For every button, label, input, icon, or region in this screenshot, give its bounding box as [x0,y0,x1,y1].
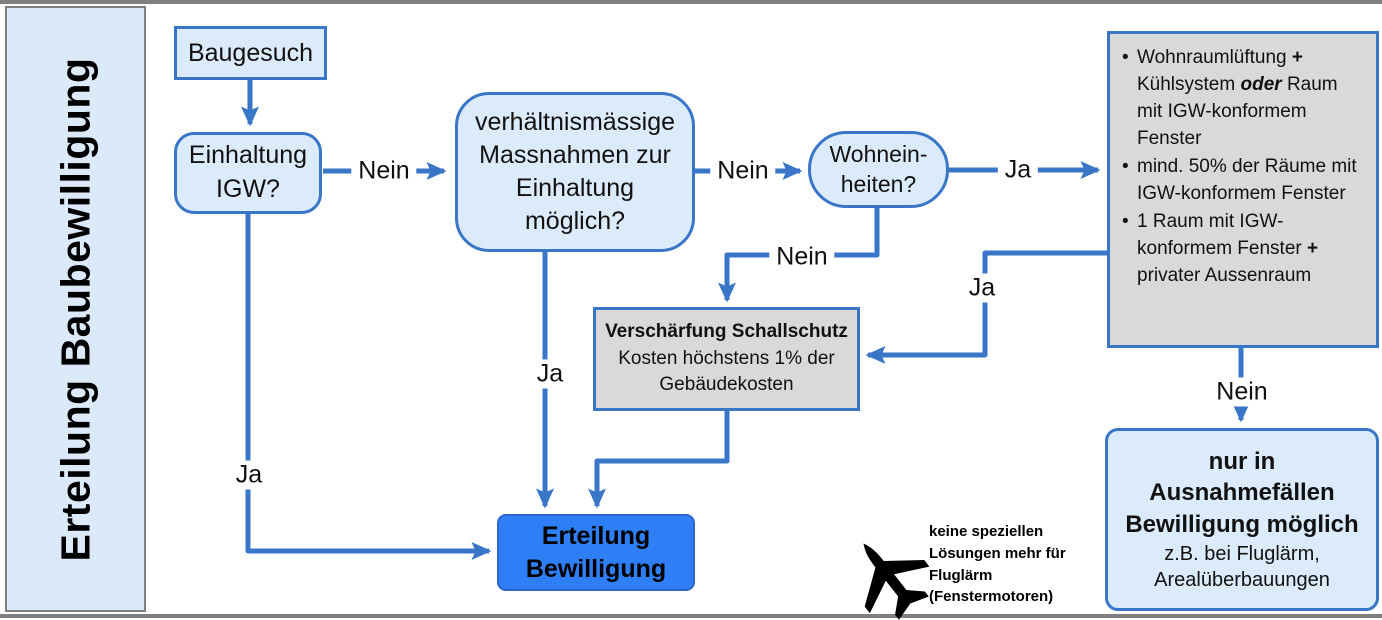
node-schallschutz: Verschärfung Schallschutz Kosten höchste… [593,307,860,411]
ausnahme-normal-line1: z.B. bei Fluglärm, [1164,542,1320,565]
node-massnahmen-line3: Einhaltung [515,174,635,202]
edge-label-igw-nein: Nein [351,156,417,186]
req1-text2: Kühlsystem [1137,73,1241,95]
erteilung-line1: Erteilung [541,522,651,550]
req3-text: 1 Raum mit IGW-konformem Fenster [1137,210,1307,259]
node-einhaltung-line2: IGW? [216,175,280,203]
node-einhaltung-line1: Einhaltung [188,141,308,170]
edge-requirements-ja [865,250,1107,364]
node-requirements: • Wohnraumlüftung + Kühlsystem oder Raum … [1107,31,1379,348]
edge-label-massnahmen-nein: Nein [710,156,776,186]
node-massnahmen-line2: Massnahmen zur [479,141,671,169]
bullet-icon: • [1122,47,1129,68]
airplane-note-line3: Fluglärm [929,566,993,584]
ausnahme-bold-line2: Ausnahmefällen [1149,479,1335,507]
ausnahme-bold-line1: nur in [1208,447,1276,475]
edge-label-requirements-ja: Ja [961,273,1003,303]
req1-oder: oder [1240,73,1282,95]
req1-plus: + [1291,47,1304,68]
req1-text3: Raum mit IGW-konformem Fenster [1137,73,1338,149]
req1-text: Wohnraumlüftung [1137,47,1292,68]
edge-label-requirements-nein: Nein [1209,377,1275,407]
edge-label-wohneinheiten-ja: Ja [997,155,1039,185]
edge-igw-ja [245,214,492,561]
node-wohneinheiten: Wohnein- heiten? [808,131,949,208]
node-einhaltung-igw: Einhaltung IGW? [174,132,322,214]
schallschutz-body-line2: Gebäudekosten [659,374,794,396]
top-divider [0,0,1382,4]
bullet-icon: • [1122,210,1129,232]
edge-schallschutz-to-erteilung [587,411,730,509]
airplane-icon [829,516,947,620]
requirements-item-1: • Wohnraumlüftung + Kühlsystem oder Raum … [1120,45,1368,153]
req3-plus: + [1307,237,1319,259]
page-title: Erteilung Baubewilligung [52,57,98,561]
node-wohneinheiten-line2: heiten? [840,170,917,197]
req3-text2: privater Aussenraum [1137,264,1312,286]
airplane-note: keine speziellen Lösungen mehr für Flugl… [929,521,1097,608]
requirements-item-2: • mind. 50% der Räume mit IGW-konformem F… [1120,154,1368,208]
edge-label-massnahmen-ja: Ja [529,359,571,389]
ausnahme-normal-line2: Arealüberbauungen [1154,569,1330,591]
node-massnahmen: verhältnismässige Massnahmen zur Einhalt… [455,92,695,252]
schallschutz-title: Verschärfung Schallschutz [605,321,848,343]
node-massnahmen-line1: verhältnismässige [474,108,676,136]
req2-text: mind. 50% der Räume mit IGW-konformem Fe… [1137,155,1357,204]
airplane-note-line2: Lösungen mehr für [929,544,1066,562]
node-erteilung-bewilligung: Erteilung Bewilligung [497,514,695,591]
node-massnahmen-line4: möglich? [524,207,626,235]
node-wohneinheiten-line1: Wohnein- [829,140,928,167]
bottom-divider [0,614,1382,618]
airplane-note-line1: keine speziellen [929,523,1044,540]
airplane-note-line4: (Fenstermotoren) [929,588,1054,606]
sidebar-title-band: Erteilung Baubewilligung [5,6,146,612]
edge-label-wohneinheiten-nein: Nein [769,242,835,272]
bullet-icon: • [1122,155,1129,177]
node-baugesuch: Baugesuch [174,26,327,80]
ausnahme-bold-line3: Bewilligung möglich [1125,510,1359,538]
node-baugesuch-label: Baugesuch [187,38,314,67]
schallschutz-body-line1: Kosten höchstens 1% der [618,347,835,369]
node-ausnahmefall: nur in Ausnahmefällen Bewilligung möglic… [1105,428,1379,611]
erteilung-line2: Bewilligung [525,554,667,583]
requirements-item-3: • 1 Raum mit IGW-konformem Fenster + priv… [1120,209,1368,290]
requirements-list: • Wohnraumlüftung + Kühlsystem oder Raum … [1120,45,1368,291]
edge-label-igw-ja: Ja [228,460,270,490]
